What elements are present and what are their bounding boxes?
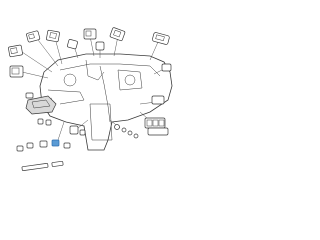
highlighted-part bbox=[51, 139, 60, 147]
switch-part-1 bbox=[26, 30, 41, 43]
bottom-parts bbox=[16, 139, 71, 172]
switch-part-5 bbox=[67, 39, 78, 50]
switch-part-6 bbox=[83, 28, 97, 40]
switch-part-10 bbox=[161, 63, 172, 72]
switch-part-3 bbox=[8, 44, 23, 58]
dashboard-outline bbox=[39, 53, 173, 151]
switch-part-11 bbox=[151, 95, 165, 105]
switch-part-7 bbox=[95, 41, 105, 51]
right-switch-cluster bbox=[144, 117, 169, 136]
switch-part-8 bbox=[109, 27, 126, 42]
parts-diagram bbox=[8, 27, 173, 172]
switch-part-2 bbox=[46, 29, 60, 43]
switch-part-9 bbox=[152, 32, 170, 45]
center-small-parts bbox=[69, 125, 86, 136]
right-small-parts bbox=[114, 124, 139, 139]
lower-left-cluster bbox=[25, 92, 57, 126]
switch-part-4 bbox=[9, 65, 24, 78]
